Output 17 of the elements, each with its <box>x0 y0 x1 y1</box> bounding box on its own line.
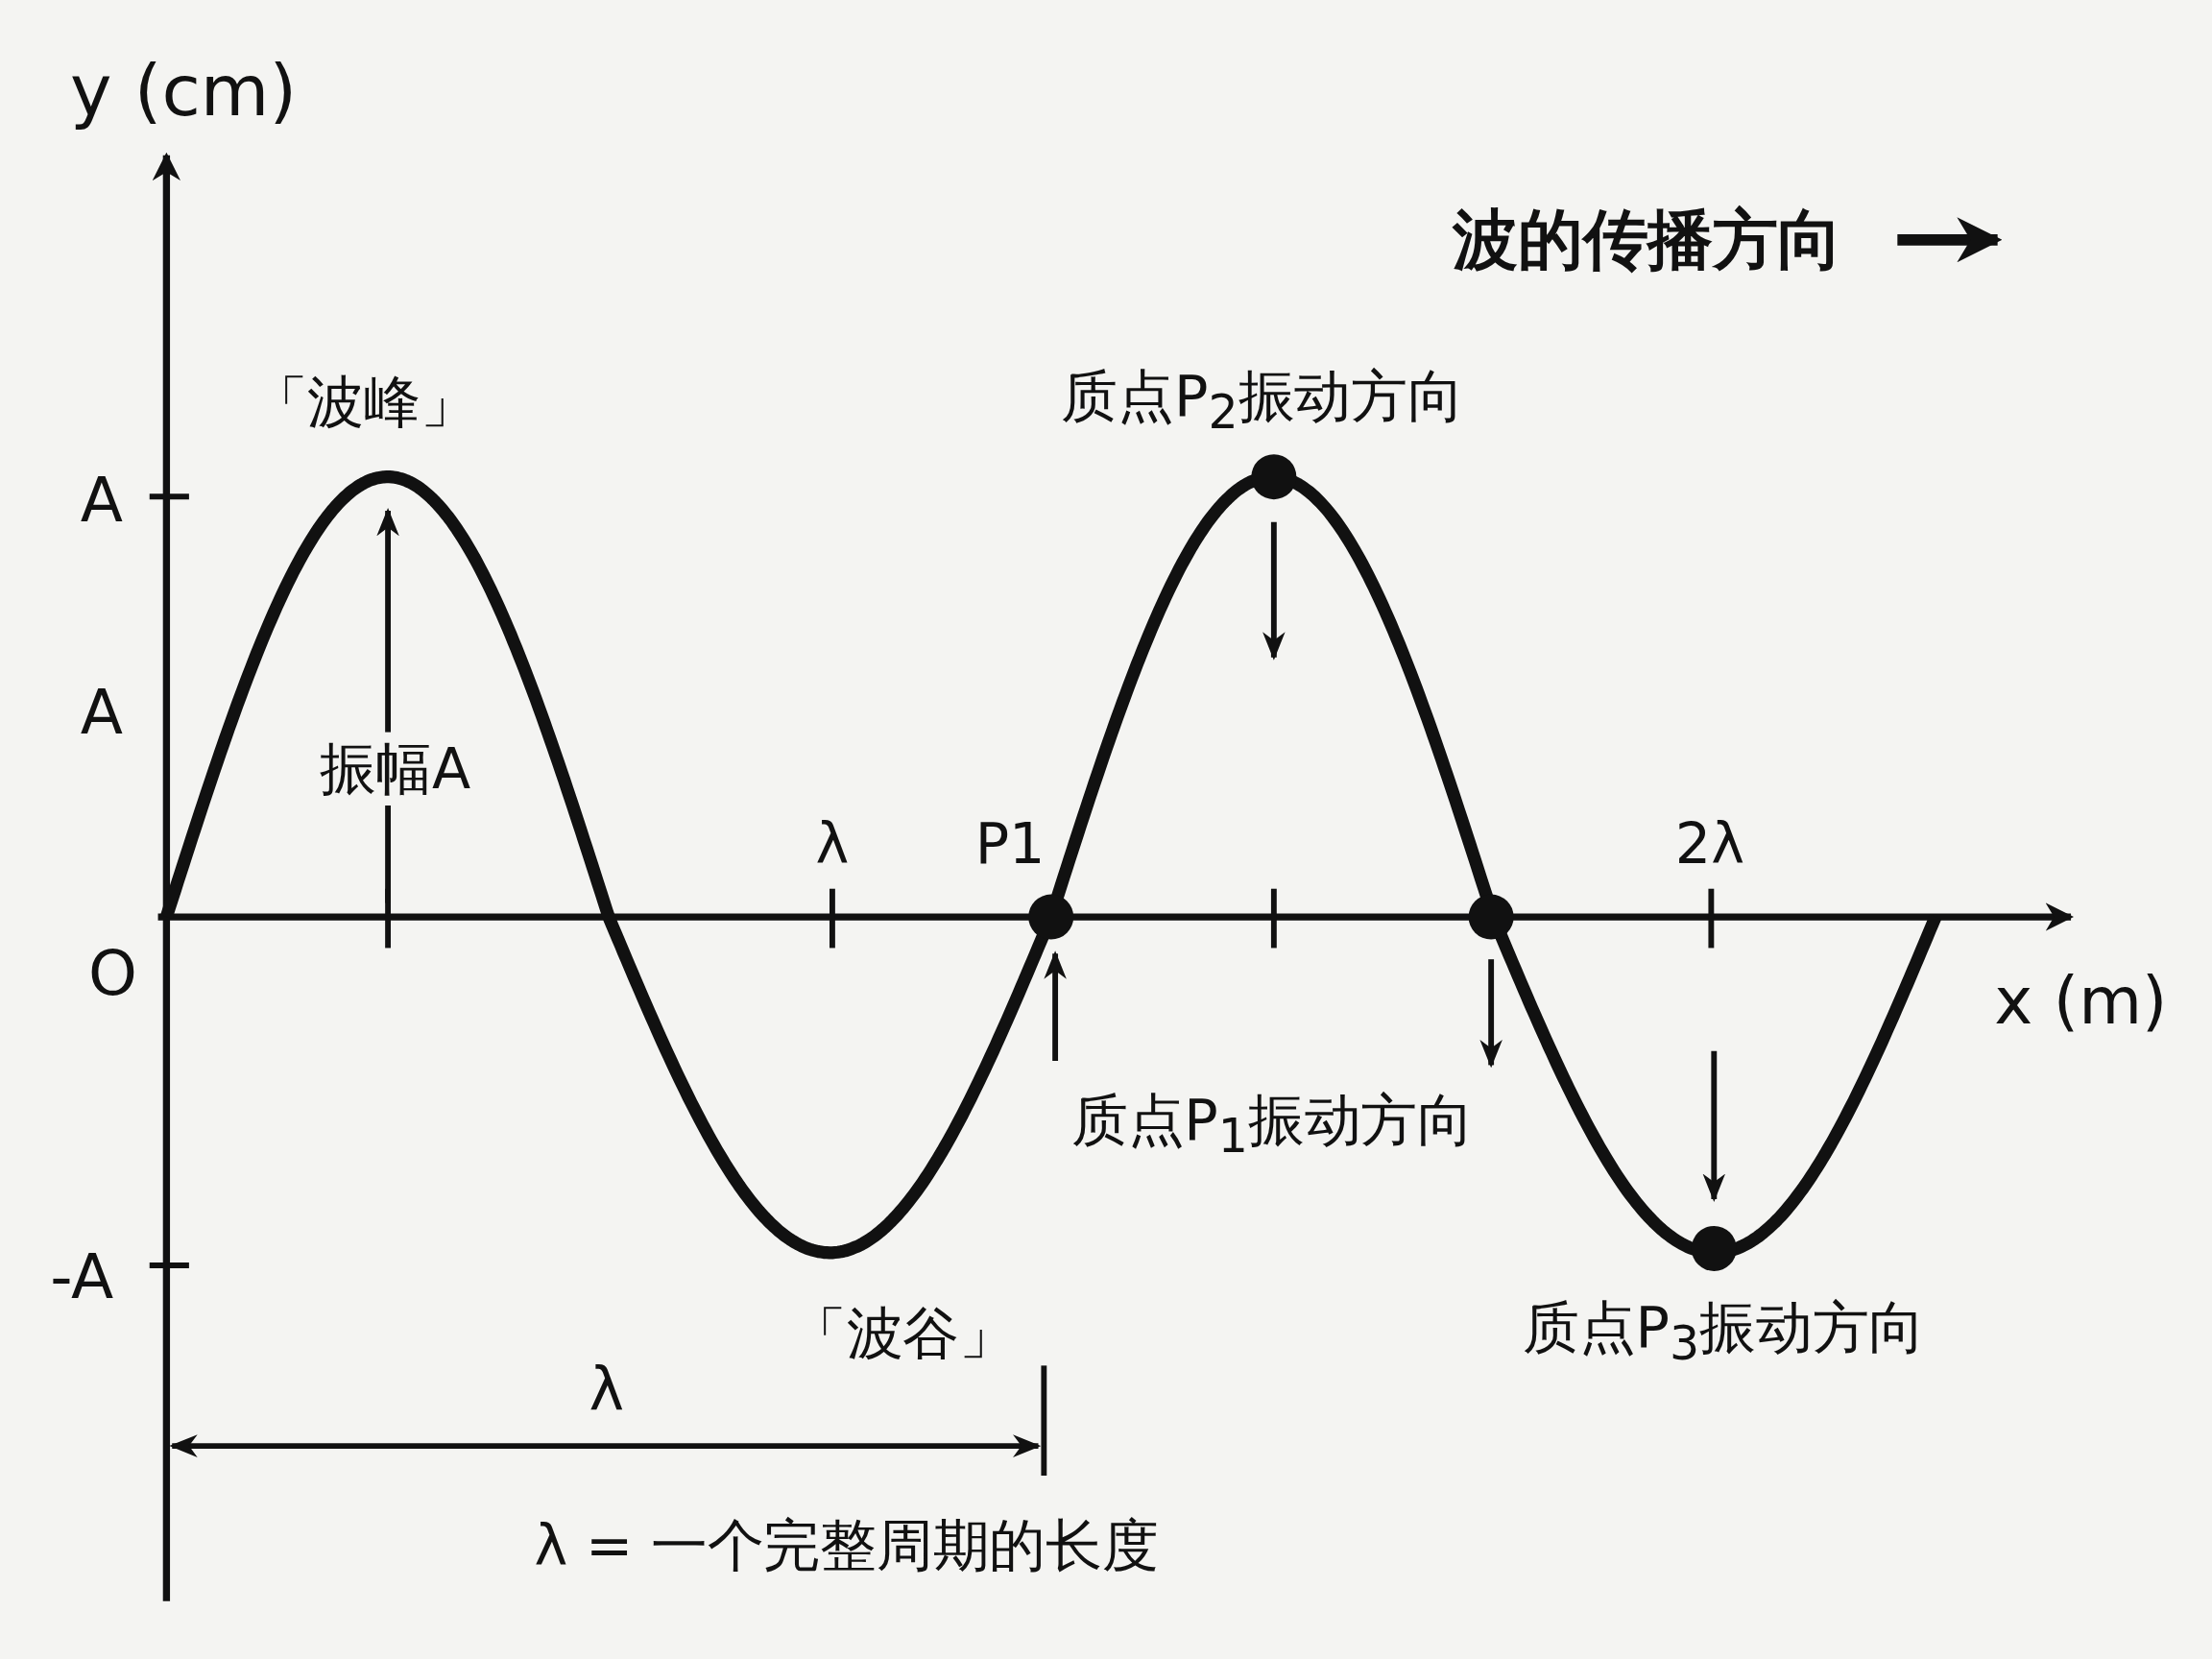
tick-label: -A <box>50 1242 114 1311</box>
tick-label: A <box>80 678 123 747</box>
caption-text: λ = 一个完整周期的长度 <box>534 1513 1159 1576</box>
axis-label: x (m) <box>1994 966 2168 1038</box>
crest-label: 「波峰」 <box>251 371 477 434</box>
point-label: P1 <box>974 812 1046 875</box>
particle-label: 质点P$_{3}$振动方向 <box>1522 1295 1926 1371</box>
particle-label: 质点P$_{1}$振动方向 <box>1070 1088 1475 1164</box>
tick-label: 2λ <box>1674 812 1744 875</box>
trough-label: 「波谷」 <box>789 1302 1016 1364</box>
origin-label: O <box>88 939 137 1008</box>
direction-label: 波的传播方向 <box>1453 204 1842 276</box>
axis-label: y (cm) <box>69 53 298 131</box>
tick-label: A <box>80 467 123 536</box>
dimension-label: λ <box>589 1357 625 1423</box>
particle-label: 质点P$_{2}$振动方向 <box>1061 365 1464 440</box>
tick-label: λ <box>815 812 850 875</box>
